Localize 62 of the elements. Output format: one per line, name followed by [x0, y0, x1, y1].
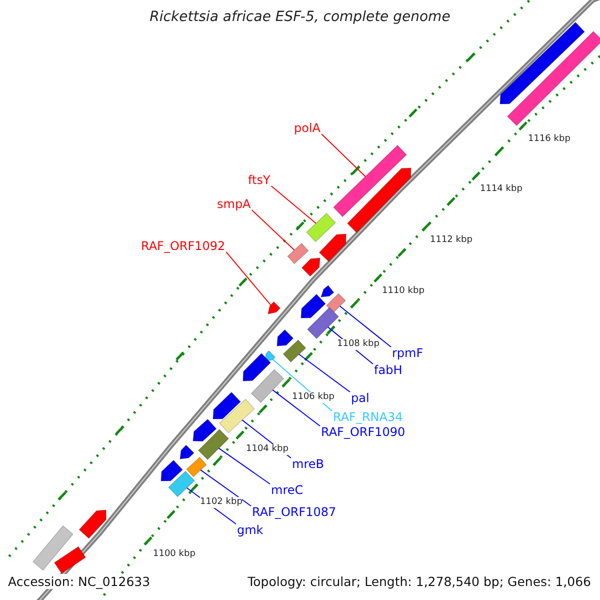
scale-label: 1112 kbp — [430, 235, 472, 246]
leader-line — [251, 210, 295, 251]
gene-label: pal — [351, 391, 370, 405]
gene-segment — [301, 258, 320, 277]
scale-label: 1100 kbp — [153, 549, 196, 560]
gene-label: RAF_ORF1087 — [252, 505, 336, 519]
gene-segment — [287, 242, 309, 264]
gene-segment — [219, 398, 255, 434]
gene-segment — [168, 470, 195, 498]
gene-label: RAF_ORF1090 — [321, 425, 406, 439]
gene-label: gmk — [237, 523, 264, 537]
gene-segment — [180, 444, 194, 460]
leader-line — [270, 186, 317, 224]
gene-label: smpA — [217, 197, 251, 211]
scale-label: 1114 kbp — [480, 184, 522, 195]
gene-label: RAF_ORF1092 — [141, 239, 226, 253]
gene-segment — [346, 168, 412, 234]
gene-segment — [160, 460, 183, 482]
gene-segment — [212, 392, 241, 420]
gene-label: rpmF — [392, 346, 424, 360]
gene-segment — [333, 144, 407, 218]
leader-line — [218, 448, 270, 484]
leader-line — [339, 306, 392, 348]
scale-label: 1108 kbp — [337, 339, 380, 350]
gene-label: RAF_RNA34 — [333, 410, 403, 424]
gene-segment — [506, 30, 600, 126]
gene-segment — [250, 369, 284, 403]
gene-segment — [198, 428, 230, 460]
gene-segment — [186, 456, 207, 478]
gene-segment — [300, 294, 326, 318]
gene-segment — [318, 234, 346, 262]
leader-line — [272, 389, 320, 426]
gene-segment — [282, 340, 306, 362]
gene-segment — [500, 22, 585, 104]
scale-label: 1104 kbp — [246, 444, 288, 455]
scale-label: 1106 kbp — [292, 392, 334, 403]
scale-label: 1110 kbp — [382, 286, 424, 297]
gene-label: mreB — [292, 457, 324, 471]
title: Rickettsia africae ESF-5, complete genome — [150, 10, 450, 24]
gene-segment — [242, 352, 272, 382]
topology-text: Topology: circular; Length: 1,278,540 bp; Genes: 1,066 — [248, 574, 591, 589]
gene-label: polA — [294, 121, 321, 135]
leader-line — [200, 469, 252, 506]
gene-segment — [192, 418, 217, 442]
gene-segment — [320, 285, 334, 298]
accession-text: Accession: NC_012633 — [8, 574, 150, 589]
gene-segment — [306, 306, 340, 340]
gene-segment — [54, 546, 86, 574]
gene-label: mreC — [271, 483, 304, 497]
leader-line — [321, 134, 366, 178]
gene-label: ftsY — [248, 173, 270, 187]
gene-segment — [306, 212, 336, 242]
gene-segment — [32, 525, 74, 571]
scale-label: 1116 kbp — [528, 134, 570, 145]
gene-label: fabH — [374, 363, 402, 377]
gene-segment — [276, 329, 294, 346]
scale-label: 1102 kbp — [200, 497, 242, 508]
gene-segment — [268, 301, 281, 314]
gene-segment — [78, 510, 106, 539]
gene-segment — [326, 293, 346, 313]
leader-line — [298, 354, 350, 392]
leader-line — [226, 252, 272, 306]
